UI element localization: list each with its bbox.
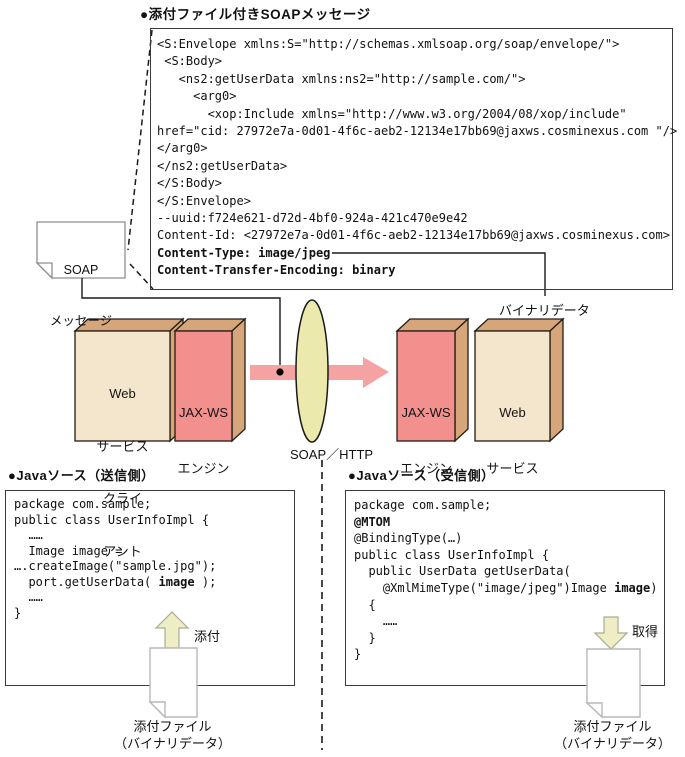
content-type-to-binary-connector	[332, 252, 546, 296]
image-arg-bold: image	[614, 580, 651, 595]
soap-line: </arg0>	[157, 141, 208, 156]
code-line-with-image-arg: @XmlMimeType("image/jpeg")Image image)	[354, 580, 664, 597]
jaxws-left-label-line: JAX-WS	[178, 405, 229, 420]
soap-line: href="cid: 27972e7a-0d01-4f6c-aeb2-12134…	[157, 124, 678, 139]
code-line: ….createImage("sample.jpg");	[14, 559, 217, 573]
client-box-label-line: アント	[103, 543, 142, 559]
sender-section-header: ●Javaソース（送信側）	[8, 468, 155, 483]
jaxws-right-label-line: エンジン	[399, 460, 452, 476]
code-line: }	[14, 605, 22, 620]
client-box-label: Web サービス クライ アント	[75, 350, 170, 595]
soap-line: --uuid:f724e621-d72d-4bf0-924a-421c470e9…	[157, 211, 468, 226]
note-to-arrow-connector	[81, 278, 281, 372]
service-box-front	[474, 330, 551, 442]
message-point-dot	[276, 368, 284, 376]
binary-data-label: バイナリデータ	[499, 303, 590, 318]
receiver-attachment-label-1: 添付ファイル	[573, 719, 652, 734]
client-box-label-line: クライ	[102, 491, 142, 506]
receiver-section-header: ●Javaソース（受信側）	[348, 468, 495, 483]
soap-note-line2: メッセージ	[49, 314, 113, 328]
diagram-title: ●添付ファイル付きSOAPメッセージ	[140, 7, 371, 22]
client-box-front	[74, 330, 171, 442]
code-line-with-image-arg: port.getUserData( image );	[14, 575, 294, 591]
code-line: @BindingType(…)	[354, 531, 463, 546]
receiver-code-box: package com.sample; @MTOM @BindingType(……	[345, 490, 665, 686]
transport-label: SOAP／HTTP	[290, 447, 374, 462]
soap-line: <arg0>	[157, 89, 237, 104]
jaxws-right-box-label: JAX-WS エンジン	[397, 367, 455, 515]
service-box-label: Web サービス	[475, 367, 550, 515]
soap-line: <ns2:getUserData xmlns:ns2="http://sampl…	[157, 71, 526, 86]
soap-message-box: <S:Envelope xmlns:S="http://schemas.xmls…	[150, 28, 678, 290]
image-arg-bold: image	[158, 574, 195, 589]
code-text: @XmlMimeType("image/jpeg")Image	[354, 580, 615, 595]
soap-line: Content-Id: <27972e7a-0d01-4f6c-aeb2-121…	[157, 228, 670, 243]
code-line: public class UserInfoImpl {	[354, 547, 550, 562]
code-text: );	[194, 574, 217, 589]
jaxws-right-box-side	[454, 317, 469, 443]
code-line: public UserData getUserData(	[354, 564, 571, 579]
code-line: ……	[354, 614, 398, 629]
jaxws-left-label-line: エンジン	[177, 460, 230, 476]
jaxws-left-box-side	[231, 317, 246, 443]
code-line: package com.sample;	[354, 498, 492, 512]
code-line: package com.sample;	[14, 497, 152, 511]
note-callout-line-top	[127, 29, 153, 251]
soap-line: </S:Envelope>	[157, 193, 251, 208]
service-box-top	[473, 318, 565, 332]
soap-note-line1: SOAP	[63, 263, 99, 277]
code-line-mtom-annotation: @MTOM	[354, 514, 391, 529]
jaxws-left-box-label: JAX-WS エンジン	[175, 367, 232, 515]
receiver-attachment-label-2: （バイナリデータ）	[554, 736, 671, 751]
code-line: {	[354, 597, 376, 612]
code-line: public class UserInfoImpl {	[14, 512, 210, 527]
service-box-label-line: Web	[499, 405, 526, 420]
code-line: ……	[14, 590, 43, 604]
soap-line: </S:Body>	[157, 176, 223, 191]
note-callout-line-bottom	[129, 263, 154, 290]
soap-note-shape	[36, 221, 126, 279]
sender-attachment-label-2: （バイナリデータ）	[114, 736, 231, 751]
code-text: )	[650, 580, 658, 595]
client-box-label-line: Web	[109, 386, 136, 401]
code-line: ……	[14, 528, 43, 542]
soap-note-label: SOAP メッセージ	[37, 228, 125, 364]
jaxws-right-box-front	[396, 330, 456, 442]
soap-line-content-type: Content-Type: image/jpeg	[157, 245, 331, 260]
client-box-label-line: サービス	[96, 438, 149, 454]
attach-arrow-label: 添付	[194, 629, 221, 644]
service-box-side	[549, 317, 564, 443]
get-arrow-label: 取得	[632, 624, 659, 639]
soap-line-content-transfer-encoding: Content-Transfer-Encoding: binary	[157, 263, 396, 278]
sender-code-box: package com.sample; public class UserInf…	[5, 490, 295, 686]
soap-line: </ns2:getUserData>	[157, 158, 288, 173]
jaxws-left-box-front	[174, 330, 233, 442]
code-line: Image image =	[14, 543, 123, 558]
code-text: port.getUserData(	[14, 574, 159, 589]
code-line: }	[354, 630, 376, 645]
soap-http-ellipse	[295, 299, 329, 443]
soap-line: <S:Envelope xmlns:S="http://schemas.xmls…	[157, 37, 620, 51]
soap-line: <xop:Include xmlns="http://www.w3.org/20…	[157, 106, 627, 121]
code-line: }	[354, 647, 362, 662]
jaxws-right-label-line: JAX-WS	[401, 405, 451, 420]
sender-attachment-label-1: 添付ファイル	[133, 719, 212, 734]
soap-line: <S:Body>	[157, 54, 223, 69]
service-box-label-line: サービス	[486, 460, 539, 476]
soap-note-fold	[35, 262, 53, 280]
